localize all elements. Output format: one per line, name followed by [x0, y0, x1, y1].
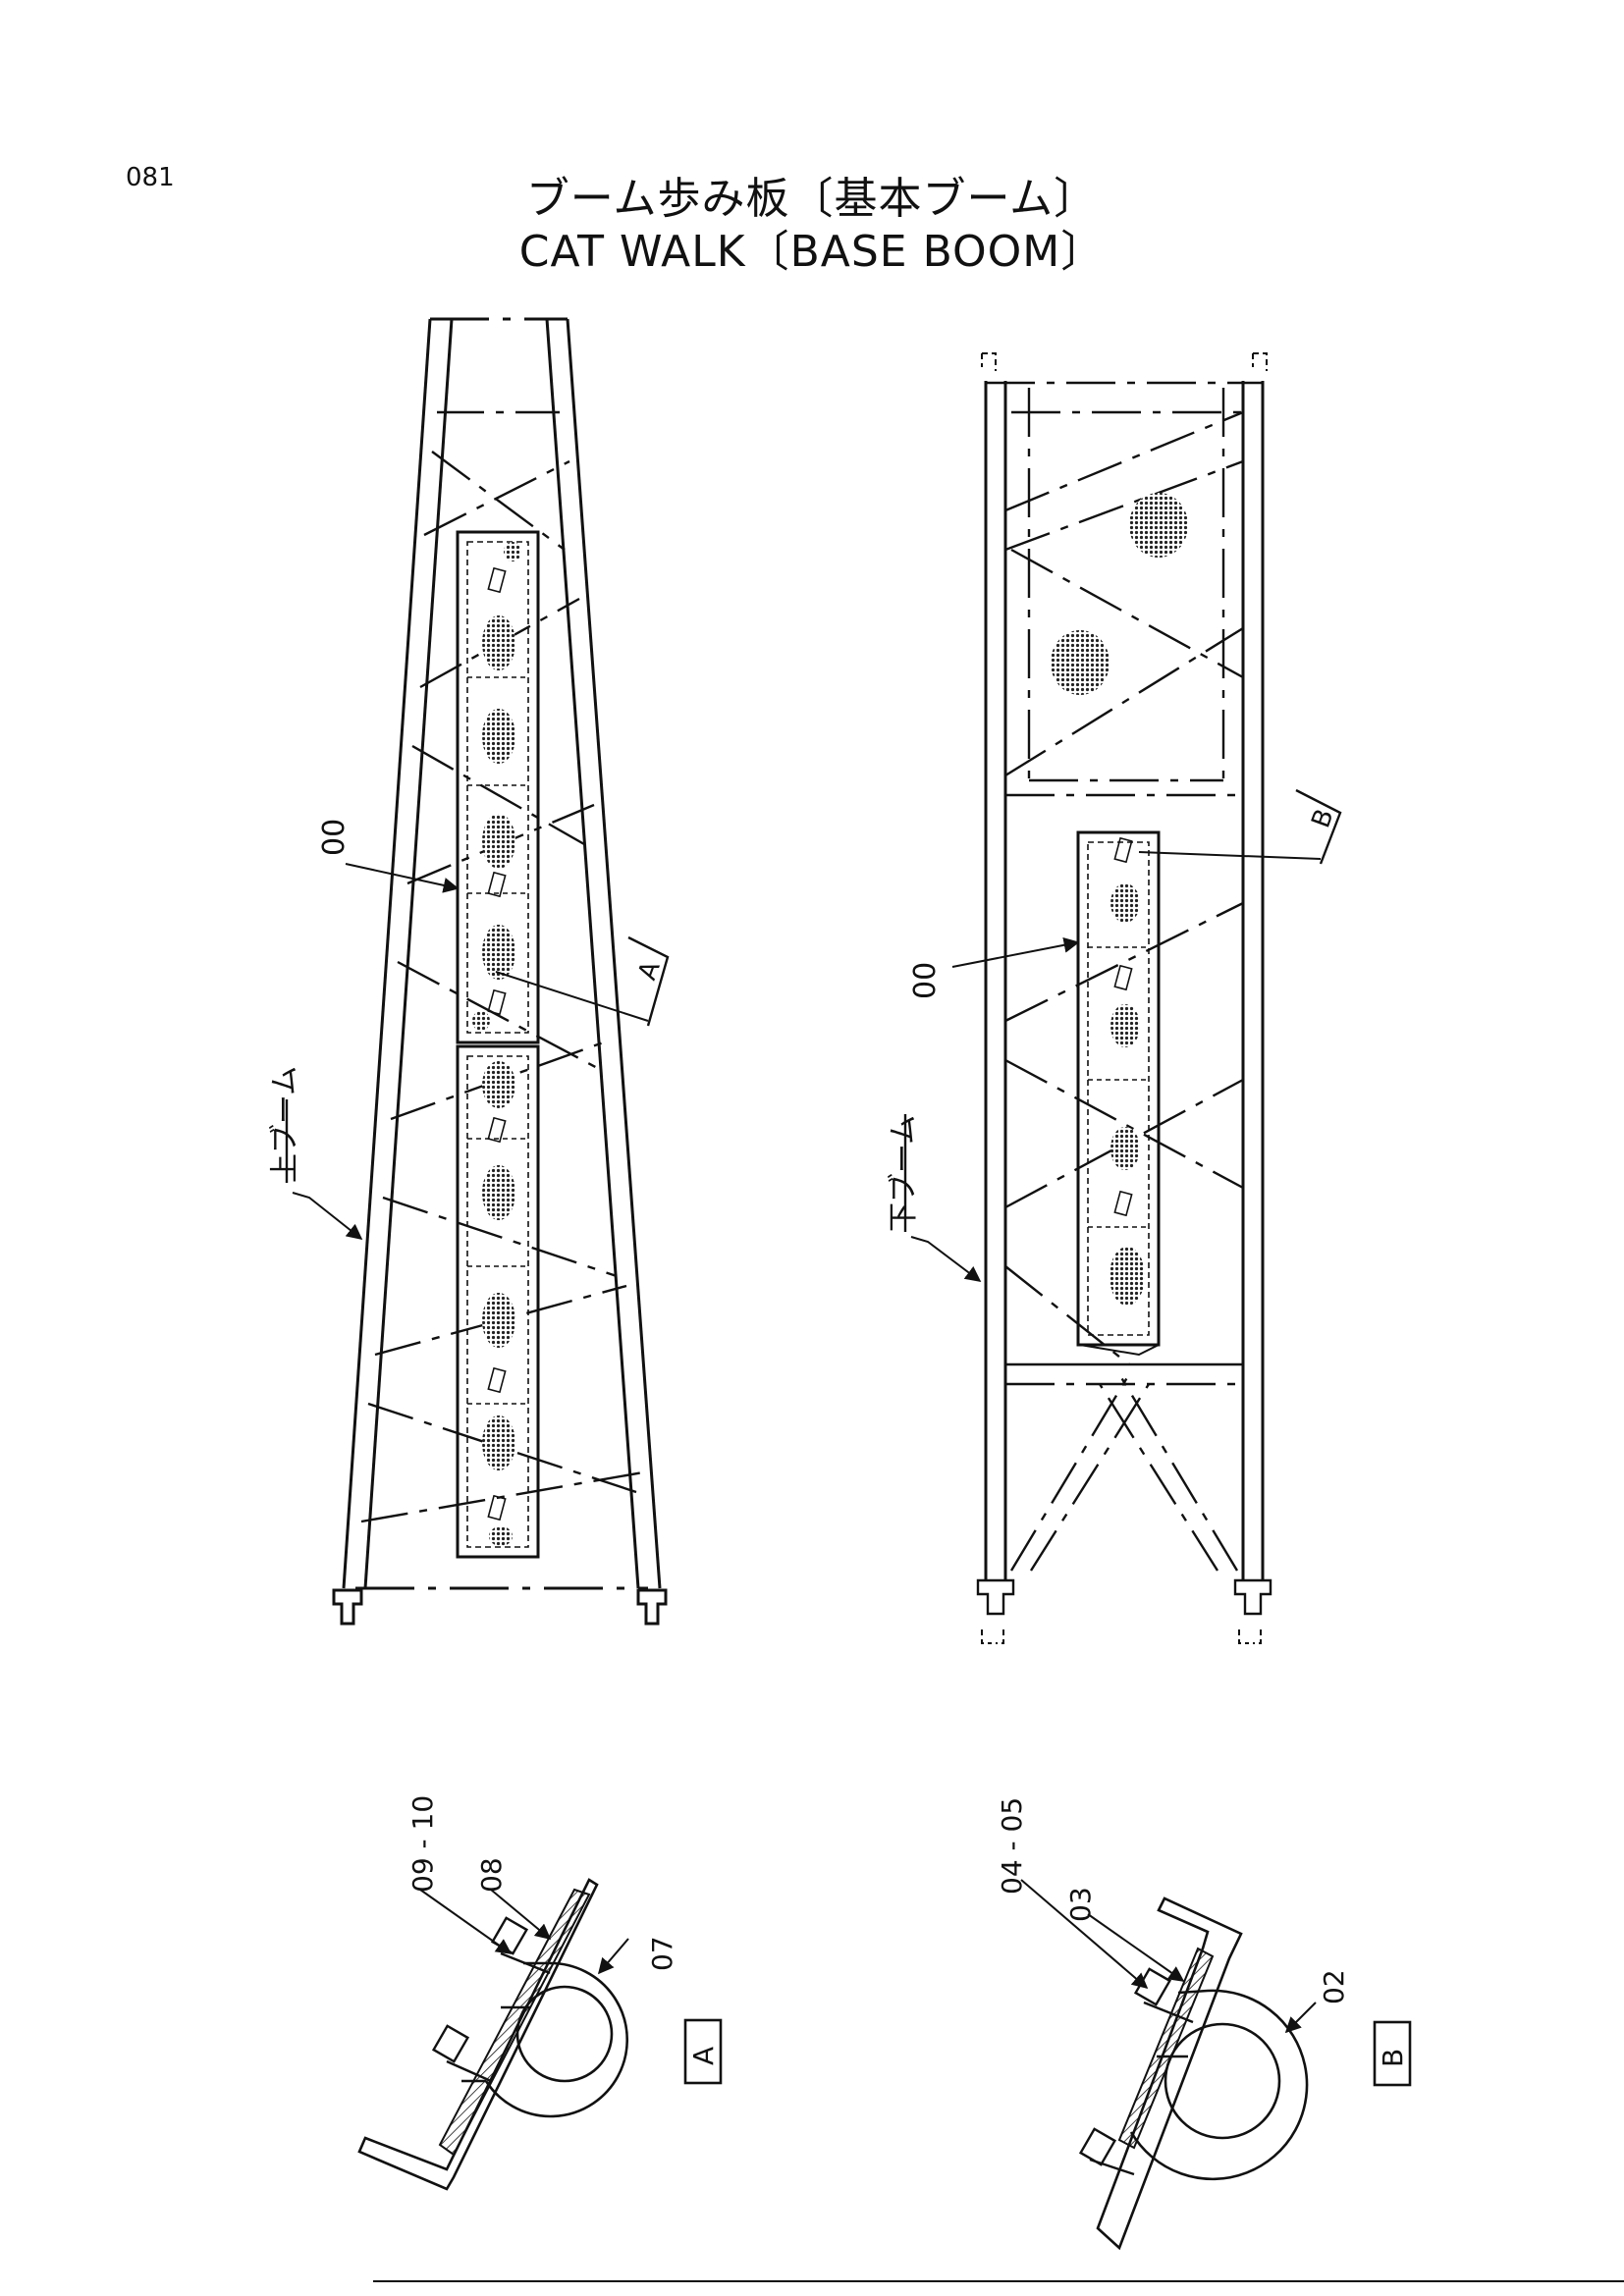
lightening-hole-1 — [1129, 493, 1188, 558]
part-number-lower-catwalk: 00 — [908, 962, 943, 999]
detail-b-ubolt-label: 02 — [1318, 1969, 1350, 2004]
detail-a-ubolt-label: 07 — [646, 1936, 678, 1971]
detail-marker-a: A — [632, 957, 666, 984]
title-japanese: ブーム歩み板〔基本ブーム〕 — [525, 174, 1099, 224]
detail-a-plate-label: 08 — [475, 1857, 508, 1893]
upper-boom-lattice — [360, 410, 644, 1523]
catwalk-panel-lower — [1076, 830, 1161, 1357]
page-title: ブーム歩み板〔基本ブーム〕 CAT WALK〔BASE BOOM〕 — [0, 173, 1624, 279]
detail-a-box-letter: A — [687, 2047, 720, 2065]
detail-b-bolt-2 — [1078, 2127, 1135, 2176]
detail-a-drawing — [357, 1878, 723, 2191]
title-english: CAT WALK〔BASE BOOM〕 — [518, 227, 1106, 277]
lower-boom-chords — [976, 352, 1272, 1644]
detail-a-bolt-label: 09 - 10 — [406, 1795, 439, 1893]
catwalk-panel-upper-1 — [456, 530, 540, 1044]
detail-b-drawing — [1020, 1879, 1412, 2251]
detail-a-box — [683, 2018, 723, 2085]
lower-boom-label: 下ブーム — [887, 1115, 921, 1232]
detail-b-plate-label: 03 — [1064, 1887, 1097, 1922]
detail-b-bolt-label: 04 - 05 — [996, 1797, 1028, 1895]
lower-boom-upper-frame — [1011, 388, 1247, 782]
upper-boom-label: 上ブーム — [268, 1066, 302, 1183]
detail-a-bolt-2 — [431, 2024, 492, 2083]
lower-boom-lattice — [1004, 410, 1244, 1572]
part-number-upper-catwalk: 00 — [317, 819, 352, 856]
catwalk-panel-upper-2 — [456, 1044, 540, 1559]
detail-b-box-letter: B — [1377, 2049, 1409, 2067]
lightening-hole-2 — [1051, 630, 1110, 695]
lower-boom-view — [903, 352, 1342, 1644]
upper-boom-chords — [332, 317, 668, 1626]
upper-boom-view — [285, 317, 670, 1626]
detail-b-box — [1373, 2020, 1412, 2087]
page-number: 081 — [126, 163, 175, 192]
